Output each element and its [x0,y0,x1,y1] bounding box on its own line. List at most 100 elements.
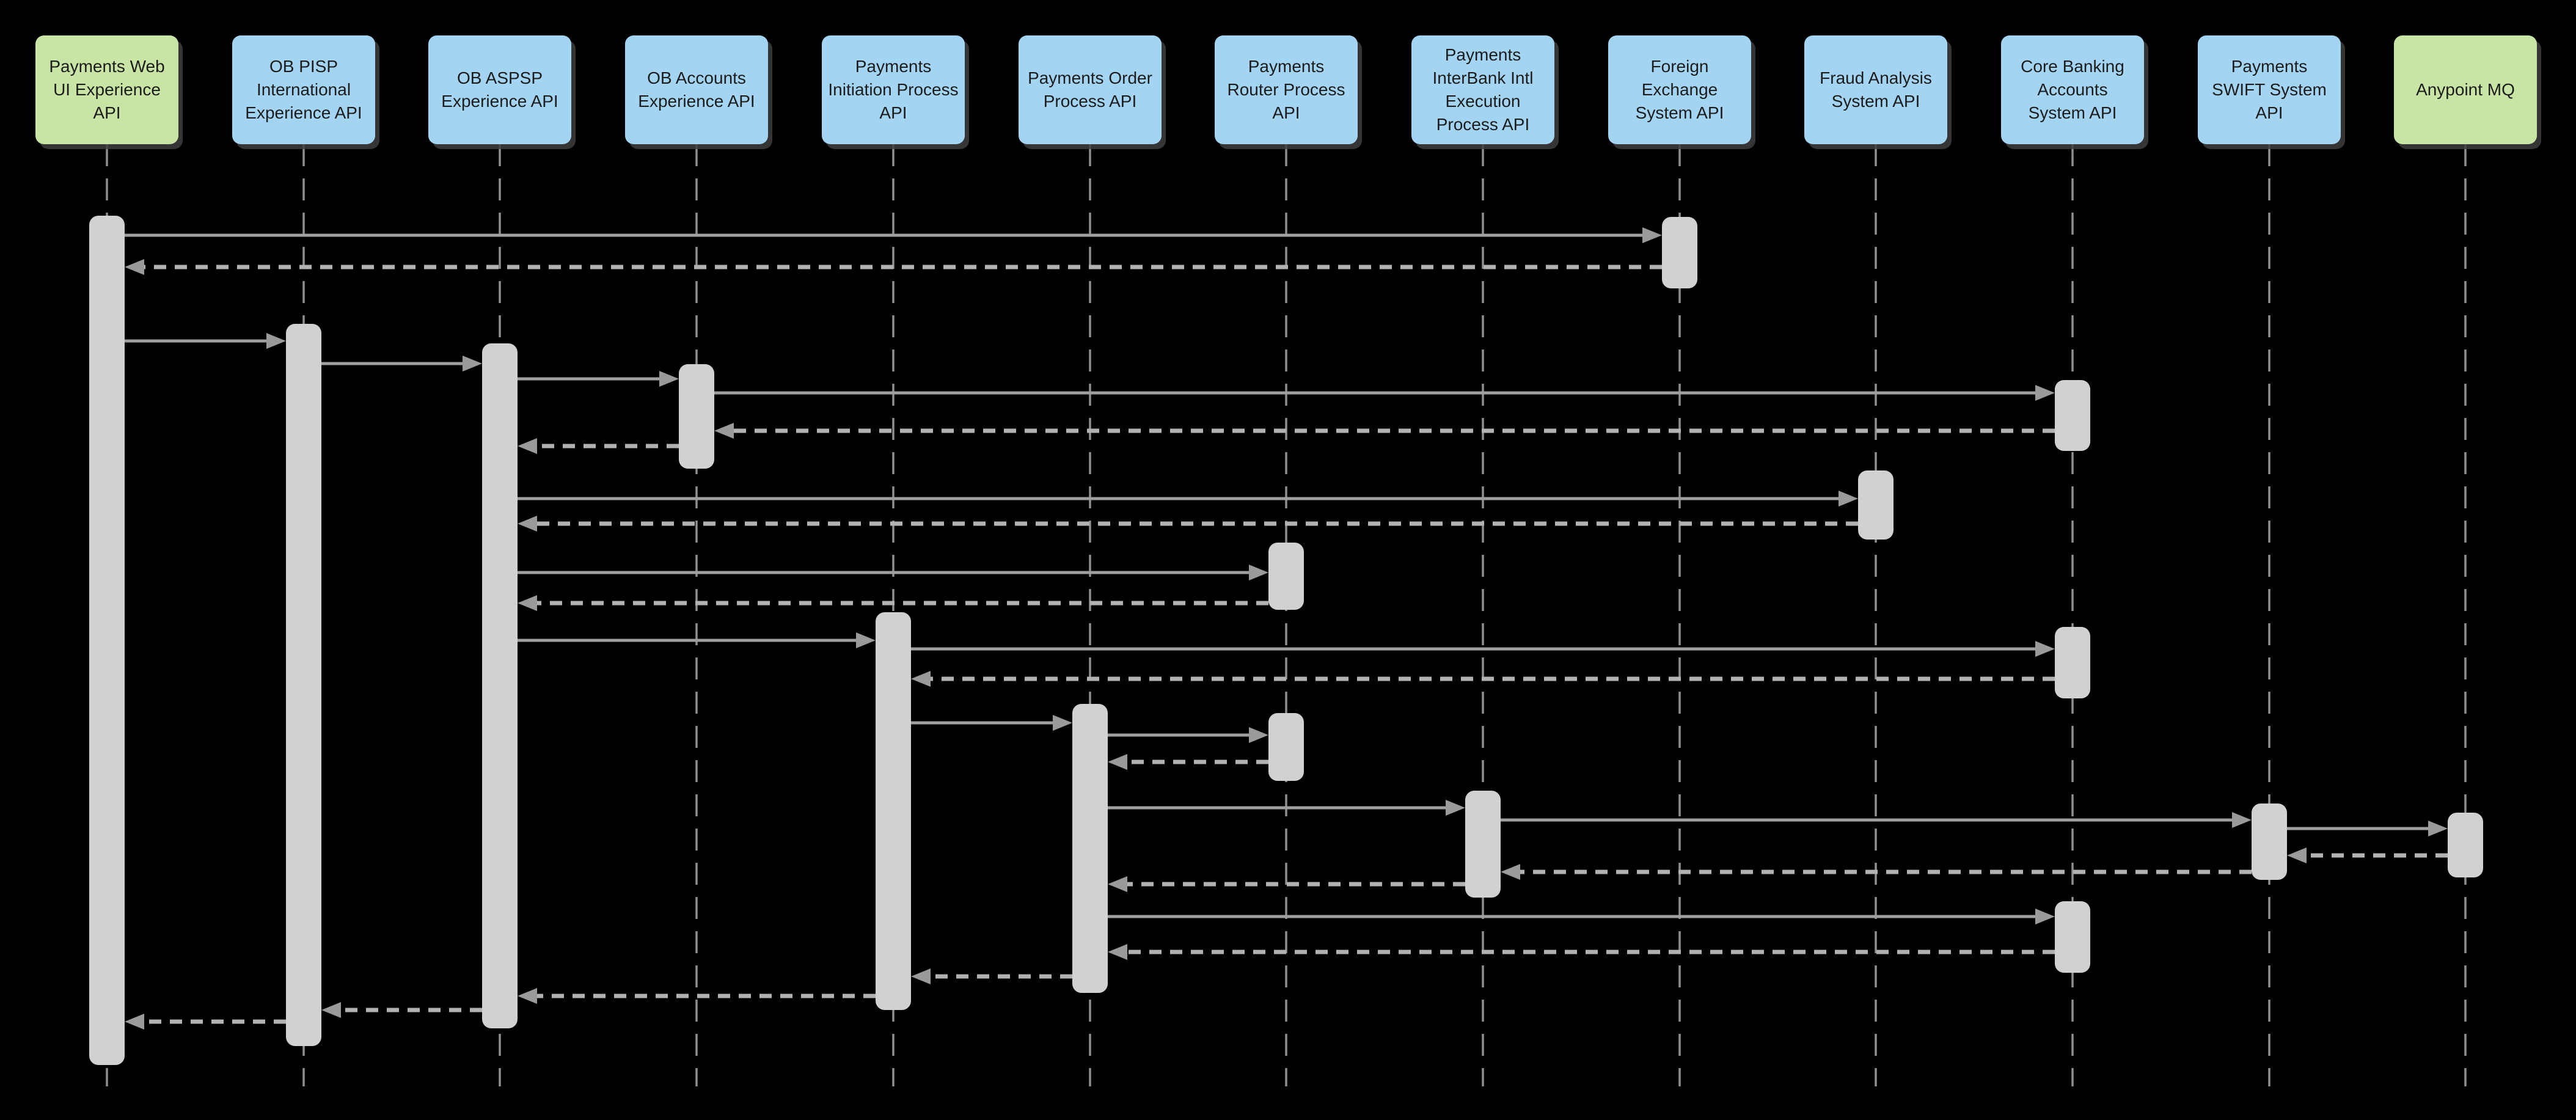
message-dashed-fx-to-web_ui [125,259,1662,275]
participant-box-core_banking: Core Banking Accounts System API [2001,35,2144,144]
activation-bar-swift [2252,803,2287,880]
arrowhead-icon [2287,847,2307,863]
message-dashed-pay_order-to-pay_init [911,968,1072,984]
participant-box-pay_router: Payments Router Process API [1215,35,1358,144]
participant-box-mq: Anypoint MQ [2394,35,2537,144]
participant-label: Payments InterBank Intl Execution Proces… [1432,45,1534,134]
message-solid-pay_order-to-interbank [1108,800,1465,816]
message-solid-ob_aspsp-to-pay_init [518,632,876,648]
arrowhead-icon [1108,876,1127,892]
arrowhead-icon [856,632,876,648]
participant-label: Core Banking Accounts System API [2021,57,2124,122]
participant-box-ob_aspsp: OB ASPSP Experience API [428,35,571,144]
participant-label: Payments Order Process API [1028,68,1152,111]
message-dashed-pay_router-to-ob_aspsp [518,595,1268,611]
arrowhead-icon [321,1002,341,1018]
arrowhead-icon [125,1014,144,1030]
arrowhead-icon [1642,227,1662,243]
message-solid-swift-to-mq [2287,821,2448,836]
activation-bar-pay_init [876,612,911,1010]
activation-bar-fraud [1858,470,1894,540]
participant-label: Foreign Exchange System API [1635,57,1724,122]
message-dashed-fraud-to-ob_aspsp [518,516,1858,532]
activation-bar-fx [1662,217,1697,288]
arrowhead-icon [1446,800,1465,816]
message-solid-pay_order-to-pay_router [1108,727,1268,743]
message-solid-web_ui-to-ob_pisp [125,333,286,349]
message-dashed-mq-to-swift [2287,847,2448,863]
participant-label: Payments Web UI Experience API [49,57,165,122]
message-solid-pay_init-to-pay_order [911,715,1072,731]
arrowhead-icon [2035,641,2055,657]
participant-box-interbank: Payments InterBank Intl Execution Proces… [1411,35,1554,144]
participant-box-ob_pisp: OB PISP International Experience API [232,35,375,144]
message-solid-ob_pisp-to-ob_aspsp [321,356,482,372]
arrowhead-icon [518,988,537,1004]
message-dashed-interbank-to-pay_order [1108,876,1465,892]
arrowhead-icon [518,595,537,611]
message-dashed-core_banking-to-pay_init [911,671,2055,687]
message-solid-ob_accounts-to-core_banking [714,385,2055,401]
participant-label: Anypoint MQ [2416,80,2515,99]
activation-bar-core_banking [2055,901,2090,973]
message-solid-interbank-to-swift [1501,812,2252,828]
message-solid-pay_order-to-core_banking [1108,909,2055,924]
activation-bar-pay_router [1268,713,1304,781]
participant-box-swift: Payments SWIFT System API [2198,35,2341,144]
message-dashed-ob_pisp-to-web_ui [125,1014,286,1030]
activation-bar-mq [2448,813,2483,877]
message-dashed-ob_accounts-to-ob_aspsp [518,438,679,454]
arrowhead-icon [1108,944,1127,960]
participant-label: Payments Router Process API [1227,57,1345,122]
activation-bar-web_ui [89,216,125,1065]
message-dashed-core_banking-to-ob_accounts [714,423,2055,439]
arrowhead-icon [2428,821,2448,836]
activation-bar-ob_aspsp [482,343,518,1028]
arrowhead-icon [1839,491,1858,507]
arrowhead-icon [1249,727,1268,743]
arrowhead-icon [518,438,537,454]
message-solid-ob_aspsp-to-fraud [518,491,1858,507]
message-solid-ob_aspsp-to-ob_accounts [518,371,679,387]
arrowhead-icon [125,259,144,275]
participant-label: Fraud Analysis System API [1820,68,1932,111]
participant-label: Payments SWIFT System API [2212,57,2327,122]
activation-bar-pay_order [1072,704,1108,993]
activation-bar-interbank [1465,791,1501,898]
participant-box-fx: Foreign Exchange System API [1608,35,1751,144]
arrowhead-icon [266,333,286,349]
message-dashed-swift-to-interbank [1501,864,2252,880]
arrowhead-icon [659,371,679,387]
message-dashed-ob_aspsp-to-ob_pisp [321,1002,482,1018]
activation-bar-core_banking [2055,627,2090,698]
arrowhead-icon [2232,812,2252,828]
activation-bar-ob_accounts [679,364,714,469]
arrowhead-icon [714,423,734,439]
participant-box-ob_accounts: OB Accounts Experience API [625,35,768,144]
message-solid-web_ui-to-fx [125,227,1662,243]
arrowhead-icon [1108,754,1127,770]
activation-bar-core_banking [2055,380,2090,451]
arrowhead-icon [2035,909,2055,924]
participant-label: OB Accounts Experience API [638,68,755,111]
participant-label: Payments Initiation Process API [828,57,959,122]
participant-box-pay_order: Payments Order Process API [1019,35,1162,144]
message-solid-ob_aspsp-to-pay_router [518,565,1268,580]
arrowhead-icon [1501,864,1520,880]
arrowhead-icon [911,671,931,687]
arrowhead-icon [1053,715,1072,731]
arrowhead-icon [518,516,537,532]
message-dashed-core_banking-to-pay_order [1108,944,2055,960]
participant-box-fraud: Fraud Analysis System API [1804,35,1947,144]
participant-label: OB PISP International Experience API [245,57,362,122]
arrowhead-icon [1249,565,1268,580]
message-dashed-pay_init-to-ob_aspsp [518,988,876,1004]
activation-bar-ob_pisp [286,324,321,1046]
arrowhead-icon [463,356,482,372]
participant-box-pay_init: Payments Initiation Process API [822,35,965,144]
message-dashed-pay_router-to-pay_order [1108,754,1268,770]
arrowhead-icon [911,968,931,984]
